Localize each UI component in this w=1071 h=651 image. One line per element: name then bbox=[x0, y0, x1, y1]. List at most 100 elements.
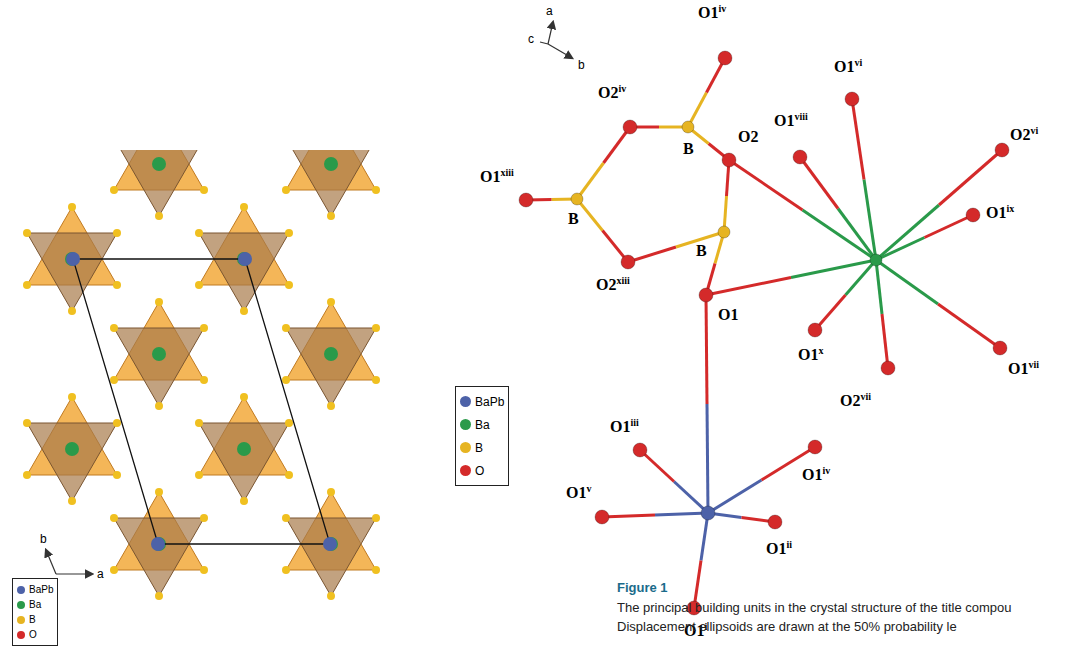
bond-half bbox=[602, 515, 655, 517]
bond-half bbox=[800, 157, 838, 209]
legend-swatch bbox=[17, 601, 25, 609]
legend-text: B bbox=[29, 614, 36, 625]
atom-sphere bbox=[571, 193, 583, 205]
bond-half bbox=[925, 215, 974, 238]
legend-row: B bbox=[17, 612, 53, 627]
legend-text: B bbox=[475, 441, 483, 455]
atom-sphere bbox=[519, 193, 533, 207]
bond-half bbox=[864, 180, 876, 261]
atom-label: O1iii bbox=[610, 418, 639, 436]
atom-sphere bbox=[995, 143, 1009, 157]
legend-row: BaPb bbox=[17, 582, 53, 597]
atom-sphere bbox=[621, 255, 635, 269]
atom-label: O1iv bbox=[698, 4, 726, 22]
atom-sphere bbox=[793, 150, 807, 164]
atom-label: O1viii bbox=[774, 112, 808, 130]
atom-label: O1xiii bbox=[480, 168, 514, 186]
atom-label: O2iv bbox=[598, 84, 626, 102]
atom-label: B bbox=[568, 210, 579, 228]
legend-row: B bbox=[460, 436, 504, 459]
bond-half bbox=[876, 205, 939, 260]
polyhedra bbox=[23, 150, 380, 600]
axis-label: a bbox=[546, 4, 553, 18]
atom-sphere bbox=[808, 323, 822, 337]
legend-text: BaPb bbox=[29, 584, 53, 595]
bond-half bbox=[939, 150, 1002, 205]
atom-label: O2 bbox=[738, 128, 758, 146]
atoms bbox=[519, 51, 1009, 615]
atom-sphere bbox=[718, 226, 730, 238]
bond-half bbox=[876, 260, 938, 304]
figure-title: Figure 1 bbox=[617, 580, 668, 595]
legend-swatch bbox=[17, 586, 25, 594]
legend-text: Ba bbox=[475, 418, 490, 432]
atom-sphere bbox=[623, 120, 637, 134]
atom-label: O1x bbox=[798, 346, 823, 364]
atom-label: O2vi bbox=[1010, 126, 1038, 144]
atom-label: O1v bbox=[566, 484, 591, 502]
legend-row: BaPb bbox=[460, 390, 504, 413]
axis-label: c bbox=[528, 32, 534, 46]
bond-half bbox=[708, 480, 762, 513]
atom-sphere bbox=[718, 51, 732, 65]
atom-label: O1iv bbox=[802, 466, 830, 484]
axis-label: a bbox=[97, 567, 104, 581]
legend-row: O bbox=[460, 459, 504, 482]
legend-swatch bbox=[17, 616, 25, 624]
legend-swatch bbox=[460, 396, 471, 407]
bond-half bbox=[707, 404, 708, 513]
atom-sphere bbox=[722, 153, 736, 167]
legend-box: BaPbBaBO bbox=[12, 578, 58, 646]
atom-label: O1vi bbox=[834, 58, 862, 76]
atom-label: O1ii bbox=[766, 540, 792, 558]
legend-swatch bbox=[460, 442, 471, 453]
atom-label: O2vii bbox=[840, 392, 871, 410]
atom-label: O1 bbox=[718, 306, 738, 324]
legend-text: Ba bbox=[29, 599, 41, 610]
figure-caption: The principal building units in the crys… bbox=[617, 598, 1065, 636]
atom-sphere bbox=[682, 121, 694, 133]
bond-half bbox=[882, 314, 888, 368]
legend-text: BaPb bbox=[475, 395, 504, 409]
legend-swatch bbox=[460, 465, 471, 476]
bond-half bbox=[803, 210, 877, 260]
atom-label: O1ix bbox=[986, 204, 1014, 222]
atom-sphere bbox=[633, 443, 647, 457]
axis-label: b bbox=[40, 532, 47, 546]
atom-sphere bbox=[701, 506, 715, 520]
atom-sphere bbox=[595, 510, 609, 524]
atom-sphere bbox=[845, 92, 859, 106]
atom-sphere bbox=[993, 341, 1007, 355]
axes-right bbox=[540, 22, 572, 58]
bond-half bbox=[876, 260, 882, 314]
legend-swatch bbox=[460, 419, 471, 430]
atom-sphere bbox=[768, 515, 782, 529]
bond-half bbox=[846, 260, 877, 295]
legend-row: Ba bbox=[17, 597, 53, 612]
unit-cell bbox=[73, 259, 330, 544]
bond-half bbox=[852, 99, 864, 180]
bond-half bbox=[938, 304, 1000, 348]
atom-sphere bbox=[881, 361, 895, 375]
bonds bbox=[526, 58, 1002, 608]
legend-text: O bbox=[475, 464, 484, 478]
bond-half bbox=[706, 295, 707, 404]
bond-half bbox=[628, 247, 676, 262]
axes-left bbox=[46, 550, 92, 574]
atom-sphere bbox=[808, 440, 822, 454]
axis-label: b bbox=[578, 58, 585, 72]
legend-row: Ba bbox=[460, 413, 504, 436]
atom-label: O2xiii bbox=[596, 276, 630, 294]
legend-text: O bbox=[29, 629, 37, 640]
bond-half bbox=[577, 163, 604, 199]
legend-box: BaPbBaBO bbox=[455, 386, 509, 486]
atom-label: O1vii bbox=[1008, 360, 1039, 378]
atom-label: B bbox=[683, 140, 694, 158]
bond-half bbox=[876, 238, 925, 261]
atom-sphere bbox=[966, 208, 980, 222]
bapb-sites bbox=[66, 252, 337, 551]
legend-swatch bbox=[17, 631, 25, 639]
atom-sphere bbox=[699, 288, 713, 302]
bond-half bbox=[655, 513, 708, 515]
